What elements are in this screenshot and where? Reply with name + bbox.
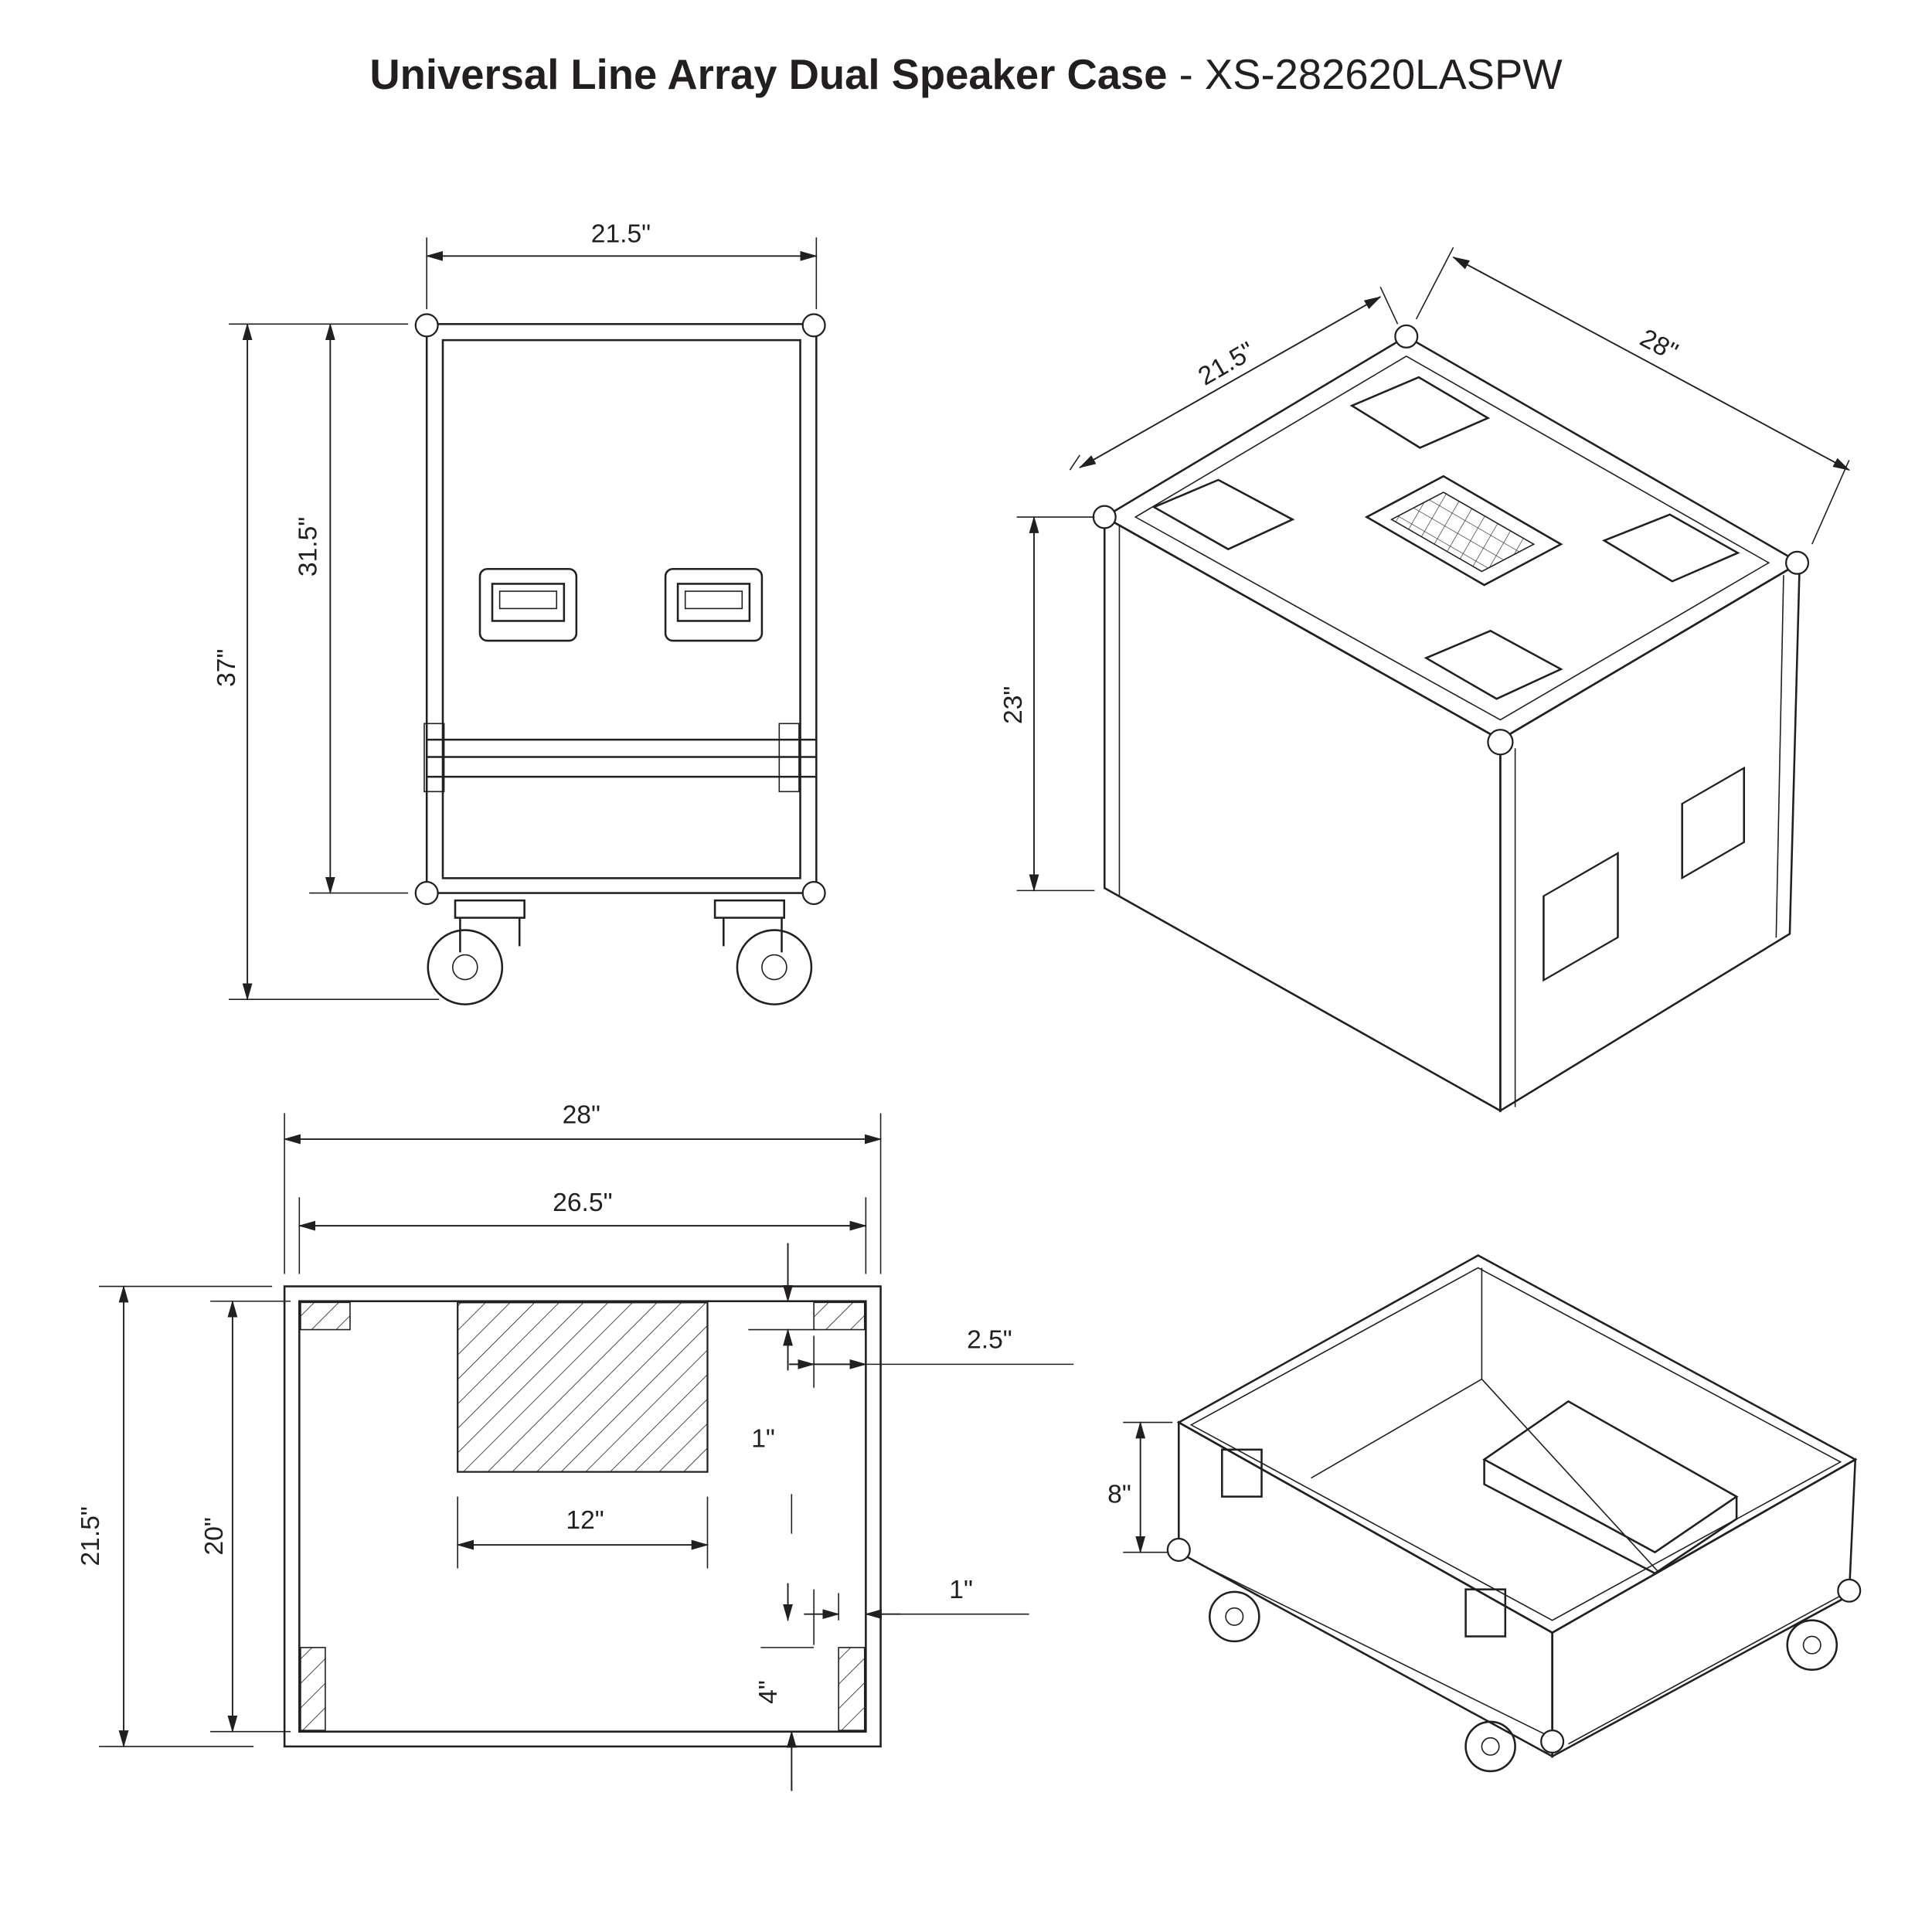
hinge-right <box>778 723 800 793</box>
top-handle <box>1349 376 1491 449</box>
side-handle <box>1681 766 1746 880</box>
top-outer-width-label: 21.5" <box>77 1506 105 1566</box>
title-separator: - <box>1168 51 1205 98</box>
top-vent <box>1364 474 1563 587</box>
corner-block <box>300 1647 326 1731</box>
top-outer-length-label: 28" <box>563 1100 600 1129</box>
latch <box>1464 1588 1507 1638</box>
side-face <box>1499 560 1801 1113</box>
corner-block <box>838 1647 866 1731</box>
front-face <box>1103 515 1502 1113</box>
front-width-label: 21.5" <box>591 220 651 249</box>
hinge-left <box>423 723 445 793</box>
side-handle <box>1543 852 1619 982</box>
side-gap-label: 1" <box>949 1576 973 1604</box>
top-handle <box>1601 513 1740 583</box>
corner-ball <box>414 881 439 906</box>
iso-open-view: 8" <box>1107 1254 1862 1773</box>
block-offset-label: 2.5" <box>967 1326 1012 1355</box>
block-gap-label: 1" <box>751 1425 775 1454</box>
handle-right <box>664 567 764 642</box>
iso-length-label: 28" <box>1635 324 1682 367</box>
wheel <box>1464 1720 1516 1773</box>
inner-outline <box>298 1300 867 1733</box>
center-block <box>457 1301 709 1473</box>
product-name: Universal Line Array Dual Speaker Case <box>369 51 1167 98</box>
wheel <box>1786 1619 1838 1671</box>
front-view: 21.5" 37" 31.5" <box>213 220 826 1005</box>
top-handle <box>1151 478 1295 551</box>
top-inner-length-label: 26.5" <box>553 1189 612 1217</box>
page-title: Universal Line Array Dual Speaker Case -… <box>369 51 1563 98</box>
lid-depth-label: 8" <box>1107 1481 1131 1509</box>
iso-width-label: 21.5" <box>1194 337 1260 392</box>
corner-block <box>813 1301 866 1331</box>
corner-ball <box>801 881 826 906</box>
case-inner-panel <box>441 338 801 879</box>
front-total-height-label: 37" <box>213 649 241 687</box>
wheel <box>1209 1590 1260 1643</box>
corner-block <box>300 1301 351 1331</box>
top-inner-width-label: 20" <box>200 1517 229 1555</box>
model-number: XS-282620LASPW <box>1205 51 1563 98</box>
center-block-width-label: 12" <box>566 1506 604 1535</box>
top-handle <box>1423 629 1563 700</box>
caster-left <box>427 899 526 1005</box>
iso-height-label: 23" <box>999 686 1028 724</box>
caster-right <box>713 899 813 1005</box>
corner-ball <box>414 313 439 338</box>
iso-closed-view: 21.5" 28" 23" <box>999 247 1851 1113</box>
corner-ball <box>801 313 826 338</box>
corner-block-label: 4" <box>754 1680 783 1704</box>
latch <box>1221 1448 1263 1498</box>
outer-outline <box>283 1285 882 1748</box>
case-outline <box>425 323 818 894</box>
handle-left <box>478 567 578 642</box>
open-rim <box>1176 1254 1858 1634</box>
top-view: 28" 26.5" 21.5" 20" 2.5" 1" 12" 1" 4" <box>77 1100 1074 1791</box>
front-case-height-label: 31.5" <box>294 517 323 577</box>
side-face <box>1551 1458 1857 1758</box>
